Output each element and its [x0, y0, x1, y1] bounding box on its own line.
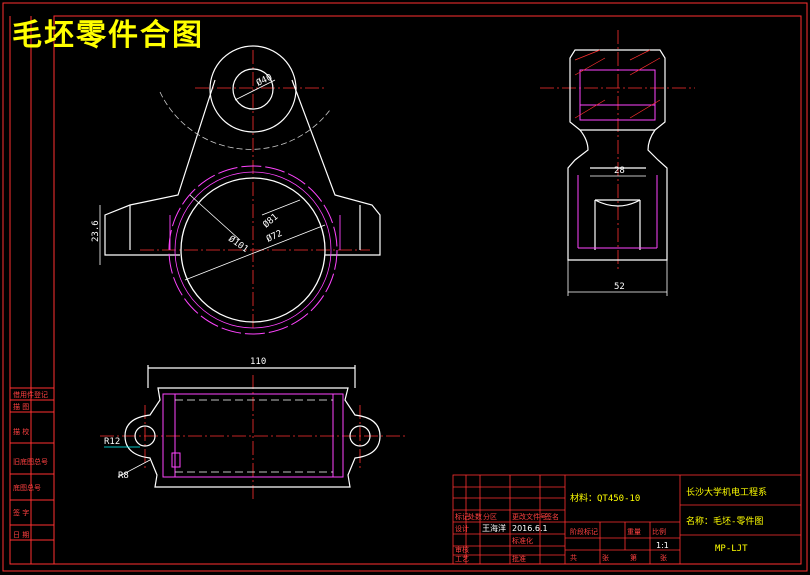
tb-mark: 标记 — [455, 512, 469, 521]
drawing-title: 毛坯零件合图 — [12, 18, 204, 53]
left-panel-row-4: 底图总号 — [13, 483, 41, 492]
left-panel-row-6: 日 期 — [13, 531, 29, 539]
tb-date: 2016.6.1 — [512, 524, 548, 533]
tb-check: 审核 — [455, 545, 469, 554]
top-view — [100, 365, 405, 500]
scale-label: 1:1 — [656, 541, 669, 550]
tb-design: 设计 — [455, 524, 469, 533]
tb-standardize: 标准化 — [512, 536, 533, 545]
dim-inner-width: 28 — [614, 166, 625, 176]
dim-radius2: R8 — [118, 471, 129, 481]
tb-stage-mark: 阶段标记 — [570, 527, 598, 536]
dim-total-width: 52 — [614, 282, 625, 292]
drawing-number: MP-LJT — [715, 544, 748, 554]
left-panel-row-1: 描 图 — [13, 402, 29, 411]
side-view — [540, 30, 695, 296]
left-panel-row-5: 签 字 — [13, 508, 29, 517]
tb-total: 共 — [570, 553, 577, 562]
left-panel-row-0: 借用件登记 — [13, 390, 48, 399]
material-label: 材料：QT450-10 — [570, 492, 640, 504]
name-label: 名称：毛坯-零件图 — [686, 515, 763, 527]
dim-length: 110 — [250, 357, 266, 367]
tb-sheet-no: 张 — [660, 553, 667, 562]
tb-sheet: 张 — [602, 553, 609, 562]
title-block — [452, 474, 802, 565]
left-panel — [9, 16, 55, 565]
tb-craft: 工艺 — [455, 555, 469, 563]
inner-border — [53, 15, 802, 565]
left-panel-row-3: 旧底图总号 — [13, 457, 48, 466]
tb-handwritten: 王海洋 — [482, 523, 506, 533]
tb-zone: 分区 — [483, 512, 497, 521]
main-bore — [180, 177, 326, 323]
tb-approve: 批准 — [512, 554, 526, 563]
dim-radius1: R12 — [104, 437, 120, 447]
dim-d1: Ø101 — [226, 233, 250, 254]
tb-sign: 签名 — [545, 512, 559, 521]
dim-small-hole: Ø40 — [255, 72, 274, 89]
tb-ratio: 比例 — [652, 527, 666, 536]
front-view — [99, 45, 381, 335]
tb-page: 第 — [630, 553, 637, 562]
outer-contour — [168, 165, 338, 335]
school-label: 长沙大学机电工程系 — [686, 486, 767, 498]
tb-weight: 重量 — [627, 528, 641, 536]
dim-height: 23.6 — [91, 220, 101, 242]
boss-hole — [232, 68, 274, 110]
tb-change-doc: 更改文件号 — [512, 512, 547, 521]
left-panel-row-2: 描 校 — [13, 427, 29, 436]
tb-count: 处数 — [468, 512, 482, 521]
mid-contour — [174, 171, 332, 329]
